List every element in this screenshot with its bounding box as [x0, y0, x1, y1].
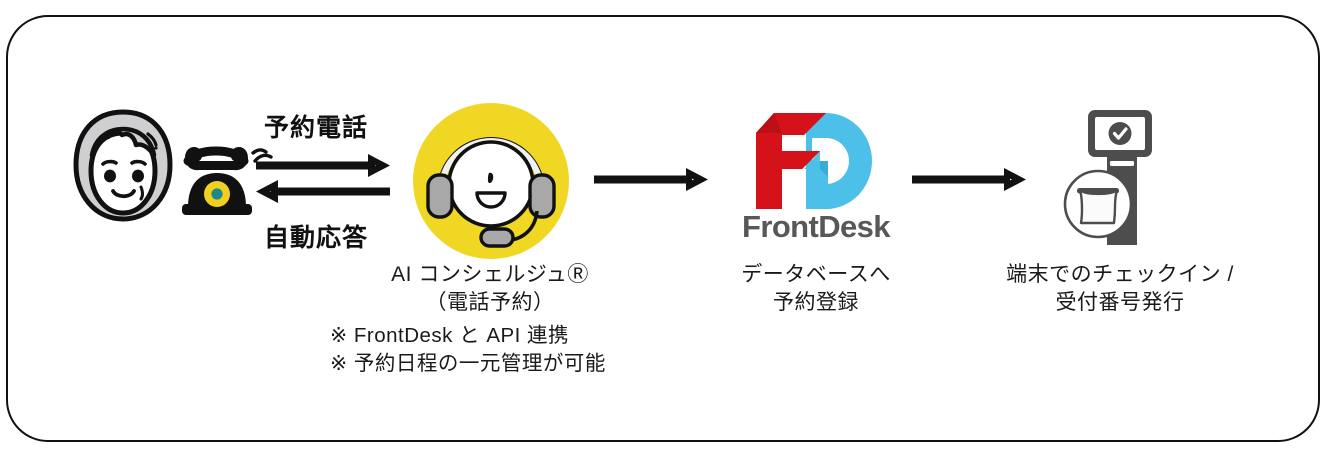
diagram-frame — [6, 15, 1320, 442]
arrow-frontdesk-to-kiosk — [912, 166, 1032, 194]
frontdesk-logo-icon — [752, 113, 880, 209]
connection-label-call-out: 予約電話 — [264, 114, 369, 142]
frontdesk-wordmark: FrontDesk — [742, 209, 891, 244]
checkin-kiosk-icon — [1060, 105, 1180, 245]
headset-operator-icon — [425, 115, 557, 248]
caption-ai-concierge-note-1: ※ FrontDesk と API 連携 — [330, 324, 570, 347]
arrow-customer-to-concierge — [256, 152, 396, 180]
caption-kiosk: 端末でのチェックイン / 受付番号発行 — [1006, 263, 1234, 315]
arrow-concierge-to-frontdesk — [594, 166, 714, 194]
elderly-person-with-telephone-icon — [73, 109, 273, 222]
caption-ai-concierge-note-2: ※ 予約日程の一元管理が可能 — [330, 352, 606, 375]
caption-ai-concierge: AI コンシェルジュⓇ （電話予約） — [391, 263, 589, 315]
caption-frontdesk: データベースへ 予約登録 — [741, 263, 891, 315]
arrow-concierge-to-customer — [256, 178, 396, 206]
customer-icon-group — [64, 103, 274, 233]
connection-label-auto-answer: 自動応答 — [264, 224, 369, 252]
